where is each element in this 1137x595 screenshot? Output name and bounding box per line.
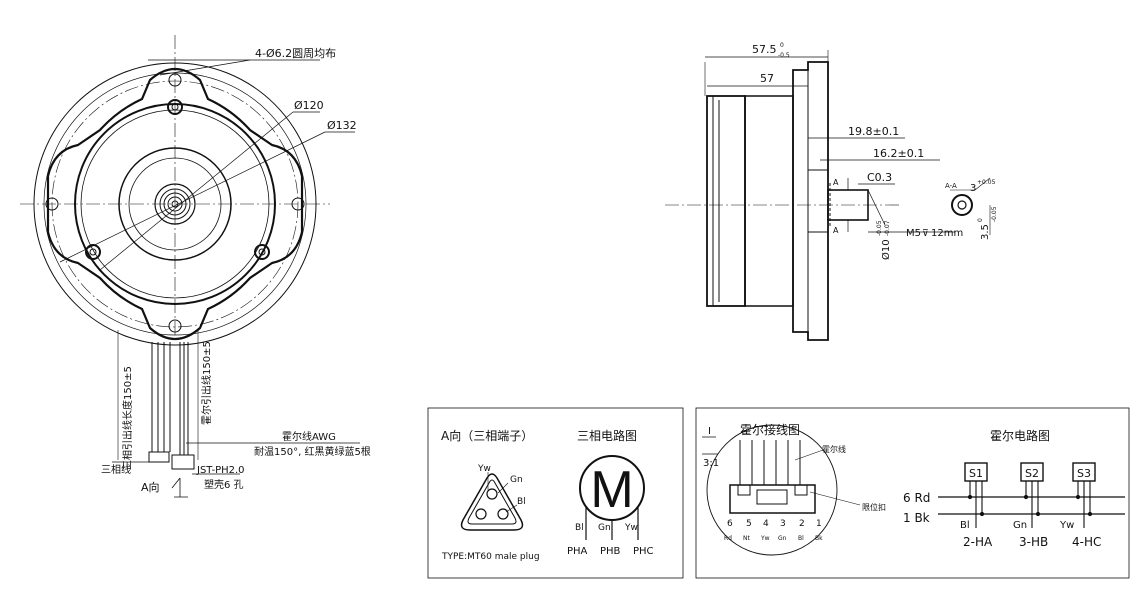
bk-label: 1 Bk [903, 511, 930, 525]
hall-awg: 霍尔线AWG [282, 430, 336, 443]
pin-1: 1 [816, 519, 822, 529]
jst-label: JST-PH2.0 [196, 465, 245, 476]
a-mark-bot: A [833, 226, 839, 235]
shaft-dia: Ø10 [880, 239, 892, 260]
h-gn: Gn [1013, 520, 1027, 531]
flange-outline [46, 67, 304, 341]
hall-box [695, 407, 1130, 579]
plug-type: TYPE:MT60 male plug [441, 552, 540, 562]
side-view [665, 50, 991, 341]
phase-leads [151, 342, 171, 452]
s1-label: S1 [969, 467, 983, 480]
thread: M5 [906, 228, 921, 239]
key-height-tol-up: 0 [977, 218, 984, 222]
lead-len-phase: 三相引出线长度150±5 [121, 366, 134, 470]
key-width-tol: +0.05 [977, 179, 996, 186]
pin-4: 4 [763, 519, 769, 529]
motor-m: M [590, 461, 633, 519]
three-phase-title: 三相电路图 [577, 428, 637, 443]
shaft-tol-dn: -0.07 [884, 220, 891, 236]
mounting-holes [45, 73, 305, 333]
pin-color-2: Bl [798, 535, 804, 542]
pin-3: 3 [780, 519, 786, 529]
pin-color-5: Nt [743, 535, 750, 542]
plug-bl: Bl [517, 497, 526, 507]
pin-color-1: Bk [815, 535, 823, 542]
pha: PHA [567, 546, 588, 557]
dia-inner: Ø120 [294, 99, 324, 112]
pin-6: 6 [727, 519, 733, 529]
c-gn: Gn [598, 523, 611, 533]
plug-yw: Yw [477, 464, 491, 474]
dim-57-5-tol-up: 0 [780, 42, 784, 49]
s2-label: S2 [1025, 467, 1039, 480]
key-height-tol-dn: -0.05 [991, 206, 998, 222]
pin-color-3: Gn [778, 535, 787, 542]
outer-circle [33, 62, 317, 346]
pin-5: 5 [746, 519, 752, 529]
key-height: 3.5 [980, 224, 991, 240]
hall-circuit-title: 霍尔电路图 [990, 428, 1050, 443]
dia-outer: Ø132 [327, 119, 357, 132]
chamfer: C0.3 [867, 171, 892, 184]
hall-leads [179, 342, 189, 455]
rd-label: 6 Rd [903, 491, 930, 505]
s3-label: S3 [1077, 467, 1091, 480]
front-view [20, 35, 360, 498]
plug-box [427, 407, 684, 579]
plug-title: A向（三相端子） [441, 428, 533, 443]
hall-connector [706, 424, 861, 556]
pin-2: 2 [799, 519, 805, 529]
scale-num: I [708, 426, 711, 437]
flange-profile [792, 61, 829, 341]
dim-57-5: 57.5 [752, 43, 777, 56]
section-label: A-A [945, 182, 957, 190]
hall-circuit [938, 462, 1125, 528]
plug-gn: Gn [510, 475, 523, 485]
dim-57: 57 [760, 72, 774, 85]
phase-wire-label: 三相线 [101, 463, 131, 476]
phb: PHB [600, 546, 621, 557]
c-yw: Yw [624, 523, 638, 533]
h-ha: 2-HA [963, 535, 993, 549]
shaft-tol-up: -0.05 [876, 220, 883, 236]
hub-circle [118, 147, 232, 261]
a-mark-top: A [833, 178, 839, 187]
dim-16-2: 16.2±0.1 [873, 147, 924, 160]
lock-label: 限位扣 [862, 502, 886, 512]
pin-color-4: Yw [760, 535, 770, 542]
h-hc: 4-HC [1072, 535, 1101, 549]
dim-57-5-tol-dn: -0.5 [778, 52, 790, 59]
pin-color-6: Rd [724, 535, 732, 542]
thread-depth: 12mm [931, 228, 963, 239]
shell-label: 塑壳6 孔 [204, 478, 244, 491]
h-hb: 3-HB [1019, 535, 1048, 549]
c-bl: Bl [575, 523, 584, 533]
h-yw: Yw [1059, 520, 1074, 531]
hall-wire-label: 霍尔线 [822, 444, 846, 454]
thread-depth-icon: ⊽ [922, 229, 929, 239]
dim-19-8: 19.8±0.1 [848, 125, 899, 138]
hall-spec: 耐温150°, 红黑黄绿蓝5根 [254, 445, 371, 458]
holes-note: 4-Ø6.2圆周均布 [255, 47, 336, 60]
h-bl: Bl [960, 520, 970, 531]
view-a-label: A向 [141, 480, 160, 494]
key-width: 3 [970, 183, 976, 194]
lead-len-hall: 霍尔引出线150±5 [200, 341, 213, 425]
hall-wiring-title: 霍尔接线图 [740, 422, 800, 437]
scale: 3:1 [703, 458, 719, 469]
plug-outline [460, 473, 524, 531]
section-aa [950, 177, 991, 235]
phc: PHC [633, 546, 654, 557]
